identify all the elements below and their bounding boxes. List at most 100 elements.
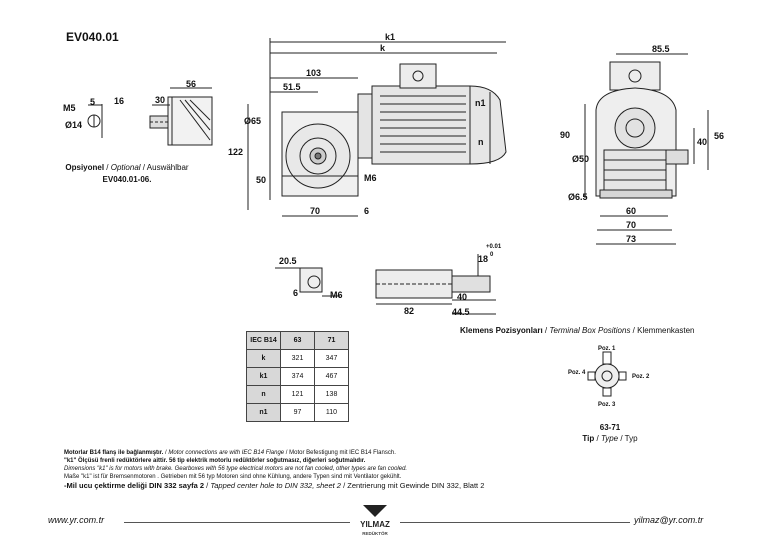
dim-90: 90 <box>560 130 570 140</box>
website-link[interactable]: www.yr.com.tr <box>48 515 105 525</box>
dim-m6: M6 <box>364 173 377 183</box>
footer-divider-right <box>400 522 630 523</box>
optional-ref: EV040.01-06. <box>102 175 152 184</box>
tip-tr: Tip <box>582 434 595 443</box>
dim-40-shaft: 40 <box>457 292 467 302</box>
dim-m5: M5 <box>63 103 76 113</box>
tol-zero: 0 <box>490 252 494 258</box>
dim-103: 103 <box>306 68 321 78</box>
table-row: k1 374 467 <box>246 367 349 386</box>
shaft-detail <box>275 254 496 315</box>
optional-flange-view <box>87 87 213 146</box>
table-header-cell: 63 <box>280 331 315 350</box>
note-5-tr: -Mil ucu çektirme deliği DIN 332 sayfa 2 <box>64 481 205 490</box>
table-cell: 321 <box>280 349 315 368</box>
table-cell: 467 <box>314 367 349 386</box>
footer-divider-left <box>124 522 350 523</box>
table-cell: 374 <box>280 367 315 386</box>
note-line: Motorlar B14 flanş ile bağlanmıştır. / M… <box>64 450 396 456</box>
note-4: Maße "k1" ist für Bremsenmotoren . Getri… <box>64 474 402 480</box>
dim-40: 40 <box>697 137 707 147</box>
table-cell: 97 <box>280 403 315 422</box>
dimension-table: IEC B14 63 71 k 321 347 k1 374 467 n 121… <box>246 331 349 422</box>
table-header-cell: IEC B14 <box>246 331 281 350</box>
note-1-en: Motor connections are with IEC B14 Flang… <box>168 450 285 456</box>
table-cell: 121 <box>280 385 315 404</box>
dim-18: 18 <box>478 254 488 264</box>
table-row-label: k <box>246 349 281 368</box>
note-5-de: Zentrierung mit Gewinde DIN 332, Blatt 2 <box>347 481 485 490</box>
dim-n1: n1 <box>475 98 486 108</box>
tol-plus: +0.01 <box>486 244 502 250</box>
dim-56-end: 56 <box>714 131 724 141</box>
table-cell: 347 <box>314 349 349 368</box>
dim-44-5: 44.5 <box>452 307 470 317</box>
table-header-cell: 71 <box>314 331 349 350</box>
poz-1: Poz. 1 <box>598 346 616 352</box>
table-row-label: k1 <box>246 367 281 386</box>
table-row: n1 97 110 <box>246 403 349 422</box>
dim-70: 70 <box>310 206 320 216</box>
poz-3: Poz. 3 <box>598 402 616 408</box>
dim-73: 73 <box>626 234 636 244</box>
dim-5: 5 <box>90 97 95 107</box>
table-cell: 138 <box>314 385 349 404</box>
dim-122: 122 <box>228 147 243 157</box>
optional-de: Auswählbar <box>146 163 189 172</box>
dim-70-end: 70 <box>626 220 636 230</box>
note-3: Dimensions "k1" is for motors with brake… <box>64 466 408 472</box>
company-logo: YILMAZ REDÜKTÖR <box>360 505 390 536</box>
notes-block: Motorlar B14 flanş ile bağlanmıştır. / M… <box>64 449 704 491</box>
kpos-tr: Klemens Pozisyonları <box>460 326 543 335</box>
optional-tr: Opsiyonel <box>65 163 105 172</box>
dim-16: 16 <box>114 96 124 106</box>
terminal-box-title: Klemens Pozisyonları / Terminal Box Posi… <box>460 326 695 335</box>
table-row-label: n <box>246 385 281 404</box>
email-link[interactable]: yilmaz@yr.com.tr <box>634 515 704 525</box>
dim-51-5: 51.5 <box>283 82 301 92</box>
dim-56: 56 <box>186 79 196 89</box>
dim-d50: Ø50 <box>572 154 589 164</box>
logo-text: YILMAZ <box>360 520 390 529</box>
table-cell: 110 <box>314 403 349 422</box>
front-view <box>247 38 507 217</box>
dim-d14: Ø14 <box>65 120 82 130</box>
note-1-tr: Motorlar B14 flanş ile bağlanmıştır. <box>64 450 164 456</box>
dim-6: 6 <box>364 206 369 216</box>
dim-50: 50 <box>256 175 266 185</box>
kpos-en: Terminal Box Positions <box>549 326 631 335</box>
table-row: k 321 347 <box>246 349 349 368</box>
kpos-de: Klemmenkasten <box>637 326 695 335</box>
dim-30: 30 <box>155 95 165 105</box>
type-caption: Tip / Type / Typ <box>582 434 638 443</box>
note-2: "k1" Ölçüsü frenli redüktörlere aittir. … <box>64 458 366 464</box>
dim-k1: k1 <box>385 32 395 42</box>
poz-4: Poz. 4 <box>568 370 586 376</box>
dim-82: 82 <box>404 306 414 316</box>
tip-de: Typ <box>624 434 638 443</box>
tip-en: Type <box>600 434 619 443</box>
end-view <box>584 53 709 245</box>
terminal-box-diagram <box>587 351 627 397</box>
dim-85-5: 85.5 <box>652 44 670 54</box>
optional-en: Optional <box>110 163 141 172</box>
poz-2: Poz. 2 <box>632 374 650 380</box>
dim-60: 60 <box>626 206 636 216</box>
page-title: EV040.01 <box>66 30 119 44</box>
table-row-label: n1 <box>246 403 281 422</box>
logo-subtext: REDÜKTÖR <box>362 530 388 536</box>
dim-20-5: 20.5 <box>279 256 297 266</box>
dim-n: n <box>478 137 484 147</box>
dim-d65: Ø65 <box>244 116 261 126</box>
dim-k: k <box>380 43 386 53</box>
dim-m6-shaft: M6 <box>330 290 343 300</box>
table-row: n 121 138 <box>246 385 349 404</box>
note-1-de: Motor Befestigung mit IEC B14 Flansch. <box>289 450 396 456</box>
note-line: -Mil ucu çektirme deliği DIN 332 sayfa 2… <box>64 481 485 490</box>
optional-caption: Opsiyonel / Optional / Auswählbar <box>65 163 189 172</box>
dim-d6-5: Ø6.5 <box>568 192 588 202</box>
table-header-row: IEC B14 63 71 <box>246 331 349 350</box>
note-5-en: Tapped center hole to DIN 332, sheet 2 <box>210 481 341 490</box>
dim-6-shaft: 6 <box>293 288 298 298</box>
